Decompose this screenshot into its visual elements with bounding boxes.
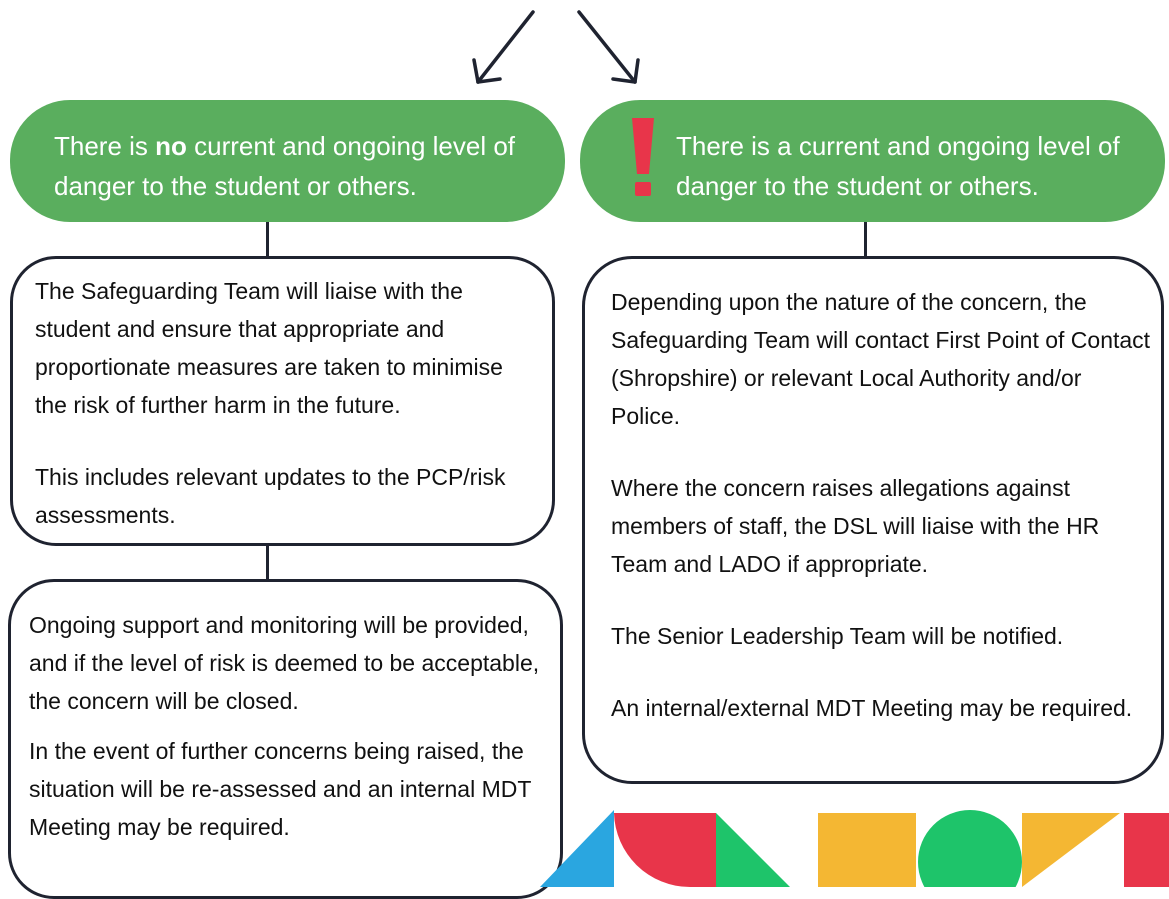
no-danger-text-before: There is xyxy=(54,131,156,161)
exclamation-icon xyxy=(632,118,654,196)
danger-pill: There is a current and ongoing level of … xyxy=(580,100,1165,222)
left-monitoring-paragraph-1: Ongoing support and monitoring will be p… xyxy=(29,612,540,714)
left-monitoring-paragraph-2: In the event of further concerns being r… xyxy=(29,738,531,840)
connector-left-middle xyxy=(266,545,269,581)
right-action-paragraph-3: The Senior Leadership Team will be notif… xyxy=(611,623,1064,649)
left-action-paragraph-1: The Safeguarding Team will liaise with t… xyxy=(35,278,503,418)
left-monitoring-box: Ongoing support and monitoring will be p… xyxy=(8,579,563,899)
right-action-box: Depending upon the nature of the concern… xyxy=(582,256,1164,784)
connector-right-top xyxy=(864,222,867,258)
left-action-box: The Safeguarding Team will liaise with t… xyxy=(10,256,555,546)
connector-left-top xyxy=(266,222,269,258)
right-action-paragraph-2: Where the concern raises allegations aga… xyxy=(611,475,1100,577)
no-danger-emphasis: no xyxy=(155,131,187,161)
right-action-paragraph-4: An internal/external MDT Meeting may be … xyxy=(611,695,1133,721)
no-danger-pill: There is no current and ongoing level of… xyxy=(10,100,565,222)
no-danger-text-after: current and ongoing level of danger to t… xyxy=(54,131,516,201)
right-action-paragraph-1: Depending upon the nature of the concern… xyxy=(611,289,1151,429)
danger-text: There is a current and ongoing level of … xyxy=(676,131,1120,201)
left-action-paragraph-2: This includes relevant updates to the PC… xyxy=(35,464,506,528)
